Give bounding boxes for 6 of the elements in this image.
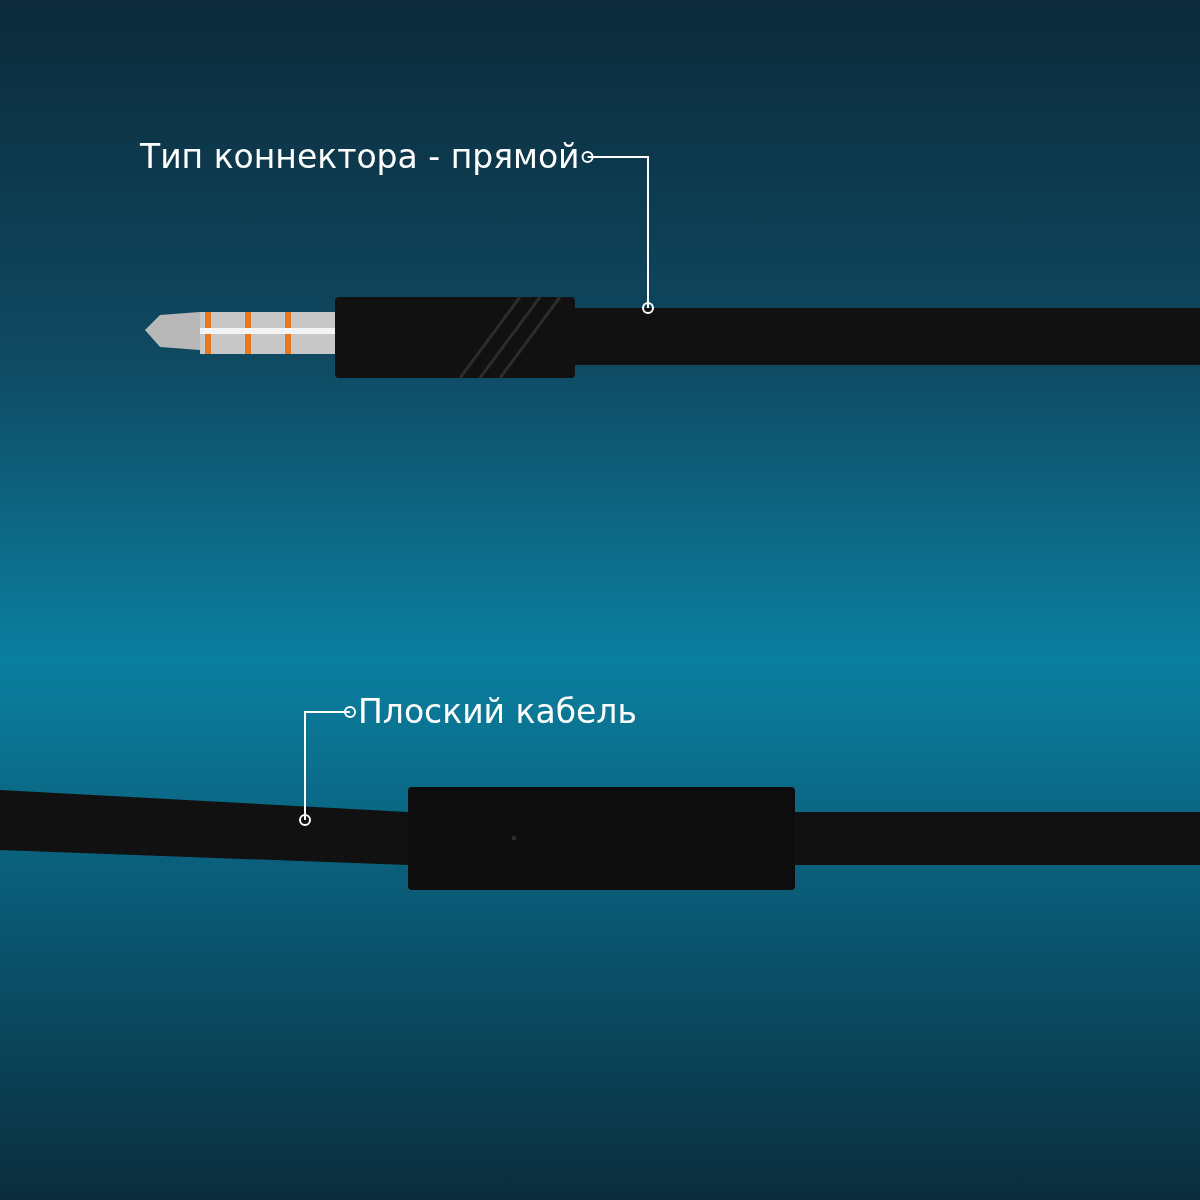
- leader-line: [581, 151, 654, 314]
- callout-text: Плоский кабель: [358, 690, 637, 734]
- flat-cable: [0, 790, 408, 865]
- callout-text: Тип коннектора - прямой: [140, 135, 580, 179]
- leader-line: [299, 706, 356, 826]
- flat-cable: [575, 308, 1200, 365]
